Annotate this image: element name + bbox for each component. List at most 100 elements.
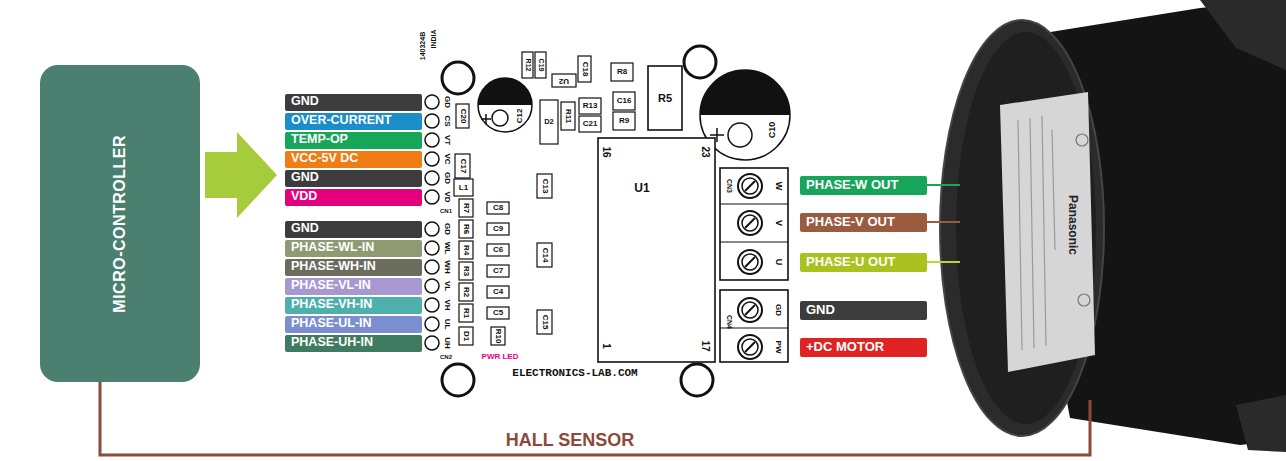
silkscreen-label: 23 xyxy=(700,146,710,157)
capacitor-c12 xyxy=(478,78,532,132)
silkscreen-label: C9 xyxy=(493,225,503,233)
silkscreen-label: R4 xyxy=(462,245,470,255)
header-pin xyxy=(425,241,439,255)
silkscreen-label: 16 xyxy=(601,146,611,157)
component-outline xyxy=(456,104,469,128)
silkscreen-label: C20 xyxy=(459,109,467,124)
node-text: PHASE-WH-IN xyxy=(291,260,416,274)
silkscreen-label: U2 xyxy=(559,77,569,85)
silkscreen-label: C12 xyxy=(516,109,524,124)
silkscreen-label: INDIA xyxy=(430,29,437,48)
component-outline xyxy=(611,63,633,81)
capacitor-polarity-fill xyxy=(478,78,532,105)
node-text: TEMP-OP xyxy=(291,133,416,147)
mounting-hole xyxy=(684,46,716,78)
silkscreen-label: R3 xyxy=(462,266,470,276)
silkscreen-label: 17 xyxy=(700,340,710,351)
component-outline xyxy=(459,220,473,238)
component-outline xyxy=(459,327,473,345)
component-outline xyxy=(487,223,509,235)
silkscreen-label: C10 xyxy=(768,122,777,139)
node-text: PHASE-UL-IN xyxy=(291,317,416,331)
screw xyxy=(742,254,758,270)
silkscreen-label: ELECTRONICS-LAB.COM xyxy=(512,368,637,379)
component-outline xyxy=(648,66,682,130)
silkscreen-label: PW xyxy=(774,341,782,354)
node-text: +DC MOTOR xyxy=(806,340,921,354)
silkscreen-label: R11 xyxy=(564,109,572,123)
component-outline xyxy=(487,202,509,214)
node-text: PHASE-U OUT xyxy=(806,255,921,269)
node-text: GND xyxy=(806,303,921,317)
node-text: GND xyxy=(291,95,416,109)
component-outline xyxy=(459,262,473,280)
component-outline xyxy=(455,154,470,178)
node-text: PHASE-V OUT xyxy=(806,215,921,229)
node-text: OVER-CURRENT xyxy=(291,114,416,128)
component-outline xyxy=(459,304,473,322)
silkscreen-label: L1 xyxy=(459,184,468,192)
header-pin xyxy=(425,336,439,350)
silkscreen-label: UH xyxy=(443,337,451,349)
component-outline xyxy=(537,174,552,198)
plus-symbol xyxy=(481,114,491,124)
node-text: GND xyxy=(291,222,416,236)
component-outline xyxy=(613,112,635,130)
phase-wire xyxy=(927,221,960,223)
silkscreen-label: D1 xyxy=(462,331,470,341)
header-pin xyxy=(425,279,439,293)
component-outline xyxy=(540,100,558,144)
silkscreen-label: VD xyxy=(443,191,451,202)
silkscreen-label: C7 xyxy=(493,267,503,275)
screw-slot xyxy=(745,342,755,352)
screw xyxy=(738,298,762,322)
silkscreen-label: VT xyxy=(443,135,451,145)
node-text: PHASE-WL-IN xyxy=(291,241,416,255)
silkscreen-label: R7 xyxy=(462,203,470,213)
component-outline xyxy=(487,307,509,319)
node-text: MICRO-CONTROLLER xyxy=(111,135,129,313)
header-pin xyxy=(425,114,439,128)
component-outline xyxy=(487,286,509,298)
screw-slot xyxy=(745,181,755,191)
phase-wire xyxy=(927,261,960,263)
input-pin-tag: PHASE-VH-IN xyxy=(285,297,422,314)
silkscreen-label: C6 xyxy=(493,246,503,254)
component-outline xyxy=(537,243,552,267)
silkscreen-label: R2 xyxy=(462,287,470,297)
silkscreen-label: C17 xyxy=(459,159,467,174)
header-pin xyxy=(425,298,439,312)
silkscreen-label: R8 xyxy=(617,68,627,76)
motor-end-cap xyxy=(940,20,1104,436)
phase-wire xyxy=(927,184,960,186)
input-pin-tag: GND xyxy=(285,94,422,111)
input-pin-tag: PHASE-WH-IN xyxy=(285,259,422,276)
ic-outline xyxy=(598,138,715,362)
component-outline xyxy=(578,56,591,82)
silkscreen-label: VC xyxy=(443,153,451,164)
mounting-hole xyxy=(442,364,474,396)
wire-label: HALL SENSOR xyxy=(502,431,639,449)
screw xyxy=(742,302,758,318)
header-pin xyxy=(425,171,439,185)
input-pin-tag: PHASE-VL-IN xyxy=(285,278,422,295)
screw xyxy=(742,215,758,231)
silkscreen-label: WL xyxy=(443,242,451,254)
silkscreen-label: PWR LED xyxy=(482,353,519,361)
capacitor-pad xyxy=(728,123,752,147)
silkscreen-label: R10 xyxy=(494,329,502,344)
motor-end-cap-inner xyxy=(956,32,1096,424)
silkscreen-label: C19 xyxy=(537,59,544,72)
silkscreen-label: R13 xyxy=(583,102,598,110)
silkscreen-label: R5 xyxy=(658,93,672,104)
silkscreen-label: C4 xyxy=(493,288,503,296)
output-terminal-tag: GND xyxy=(800,301,927,320)
component-outline xyxy=(487,265,509,277)
silkscreen-label: 1 xyxy=(601,343,611,349)
motor-flange xyxy=(1236,395,1286,452)
component-outline xyxy=(552,74,576,87)
header-pin xyxy=(425,95,439,109)
silkscreen-label: R6 xyxy=(462,224,470,234)
screw xyxy=(742,178,758,194)
